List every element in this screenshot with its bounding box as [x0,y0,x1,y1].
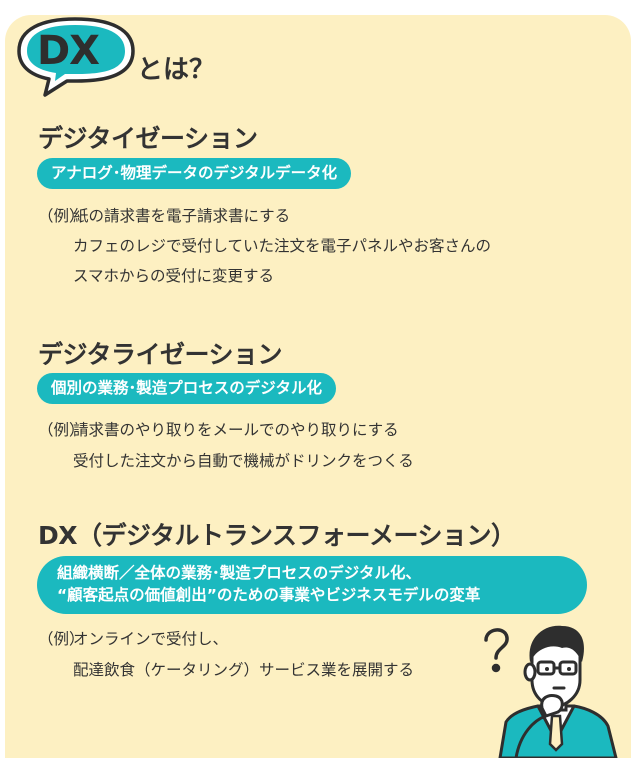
example-line: 配達飲食（ケータリング）サービス業を展開する [73,661,415,679]
summary-pill-dx: 組織横断／全体の業務･製造プロセスのデジタル化、 “顧客起点の価値創出”のための… [37,556,587,614]
example-label: （例） [38,207,85,225]
example-line: スマホからの受付に変更する [73,267,275,285]
summary-line: 組織横断／全体の業務･製造プロセスのデジタル化、 [57,564,421,582]
summary-pill-digitization: アナログ･物理データのデジタルデータ化 [37,158,352,189]
example-line: 受付した注文から自動で機械がドリンクをつくる [73,452,414,470]
section-title-digitization: デジタイゼーション [38,124,258,153]
example-line: 紙の請求書を電子請求書にする [73,207,291,225]
question-mark-icon [484,628,509,673]
example-label: （例） [38,630,85,648]
summary-pill-digitalization: 個別の業務･製造プロセスのデジタル化 [37,373,336,404]
section-title-digitalization: デジタライゼーション [38,340,283,369]
example-line: オンラインで受付し、 [73,630,229,648]
summary-line: “顧客起点の価値創出”のための事業やビジネスモデルの変革 [57,586,481,604]
header-title-suffix: とは？ [137,55,216,85]
thinking-person-illustration [484,625,618,758]
example-line: カフェのレジで受付していた注文を電子パネルやお客さんの [73,237,492,255]
dx-card: DX とは？ デジタイゼーション アナログ･物理データのデジタルデータ化 （例）… [5,15,631,758]
speech-bubble-icon [17,17,135,97]
section-title-dx: DX（デジタルトランスフォーメーション） [38,521,516,550]
example-label: （例） [38,421,85,439]
dx-badge-text: DX [36,28,100,74]
example-line: 請求書のやり取りをメールでのやり取りにする [73,421,399,439]
